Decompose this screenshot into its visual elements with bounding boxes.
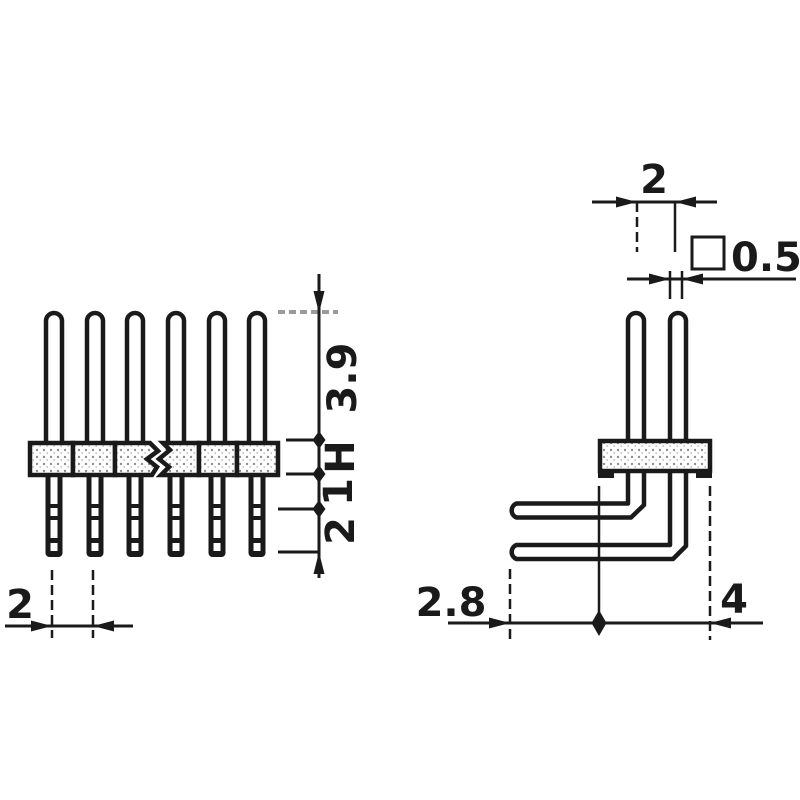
- pin-lower: [126, 473, 144, 557]
- insulator-body-segment: [196, 440, 240, 478]
- pin-upper: [206, 310, 228, 450]
- pin-lower: [208, 473, 226, 557]
- front-view: 3.9 H 1 2 2: [5, 274, 366, 638]
- pin-upper: [84, 310, 106, 450]
- pin-upper: [246, 310, 268, 450]
- dim-label-pitch: 2: [6, 582, 34, 628]
- dim-point-diamond: [591, 610, 607, 636]
- pin-upper: [625, 310, 647, 450]
- insulator-body-strip: [27, 440, 281, 478]
- side-view: 2 0.5 2.8 4: [416, 157, 800, 640]
- dim-label-tail: 2: [318, 517, 364, 545]
- insulator-body-segment: [27, 440, 76, 478]
- dim-label-pin-length: 3.9: [320, 343, 366, 414]
- pin-square-dimension: 0.5: [627, 235, 800, 299]
- arrow-right-icon: [489, 617, 510, 629]
- front-view-pitch-dimension: 2: [5, 570, 133, 638]
- side-view-bottom-dimension: 2.8 4: [416, 486, 763, 640]
- insulator-body-segment: [70, 440, 118, 478]
- side-view-upper-pins: [625, 310, 689, 450]
- pin-lower: [86, 473, 104, 557]
- dim-point: [312, 465, 326, 483]
- insulator-body-side: [597, 438, 713, 474]
- pin-bent-rear: [509, 467, 689, 562]
- square-section-symbol: [690, 235, 726, 271]
- side-view-pitch-dimension: 2: [592, 157, 717, 252]
- arrow-right-icon: [649, 273, 670, 285]
- arrow-up-icon: [313, 552, 325, 574]
- front-view-upper-pins: [43, 310, 268, 450]
- arrow-right-icon: [31, 620, 52, 632]
- insulator-body-lip-left: [598, 469, 614, 478]
- insulator-body-segment-break-right: [155, 440, 202, 478]
- pin-lower: [167, 473, 185, 557]
- dim-label-pin-square: 0.5: [731, 235, 800, 281]
- pin-lower: [248, 473, 266, 557]
- pin-upper: [43, 310, 65, 450]
- arrow-right-icon: [616, 196, 637, 208]
- pin-lower: [45, 473, 63, 557]
- insulator-body-lip-right: [696, 469, 712, 478]
- pin-upper: [124, 310, 146, 450]
- insulator-body-segment: [234, 440, 281, 478]
- insulator-body-segment-break-left: [112, 440, 162, 478]
- arrow-left-icon: [675, 196, 696, 208]
- dim-label-body-height: H: [318, 440, 364, 473]
- dim-point: [312, 500, 326, 518]
- arrow-down-icon: [313, 291, 325, 313]
- dim-label-center-to-back: 4: [720, 577, 748, 623]
- dim-label-shoulder: 1: [316, 478, 362, 506]
- pin-upper: [165, 310, 187, 450]
- dim-label-tip-to-center: 2.8: [416, 580, 487, 626]
- pin-bent-front: [509, 467, 647, 520]
- arrow-left-icon: [682, 273, 703, 285]
- dim-point: [312, 431, 326, 449]
- dim-label-pitch: 2: [640, 157, 668, 203]
- arrow-left-icon: [710, 617, 731, 629]
- arrow-left-icon: [93, 620, 114, 632]
- front-view-vertical-dimension: 3.9 H 1 2: [278, 274, 366, 578]
- front-view-lower-pins: [45, 473, 266, 557]
- pin-upper: [667, 310, 689, 450]
